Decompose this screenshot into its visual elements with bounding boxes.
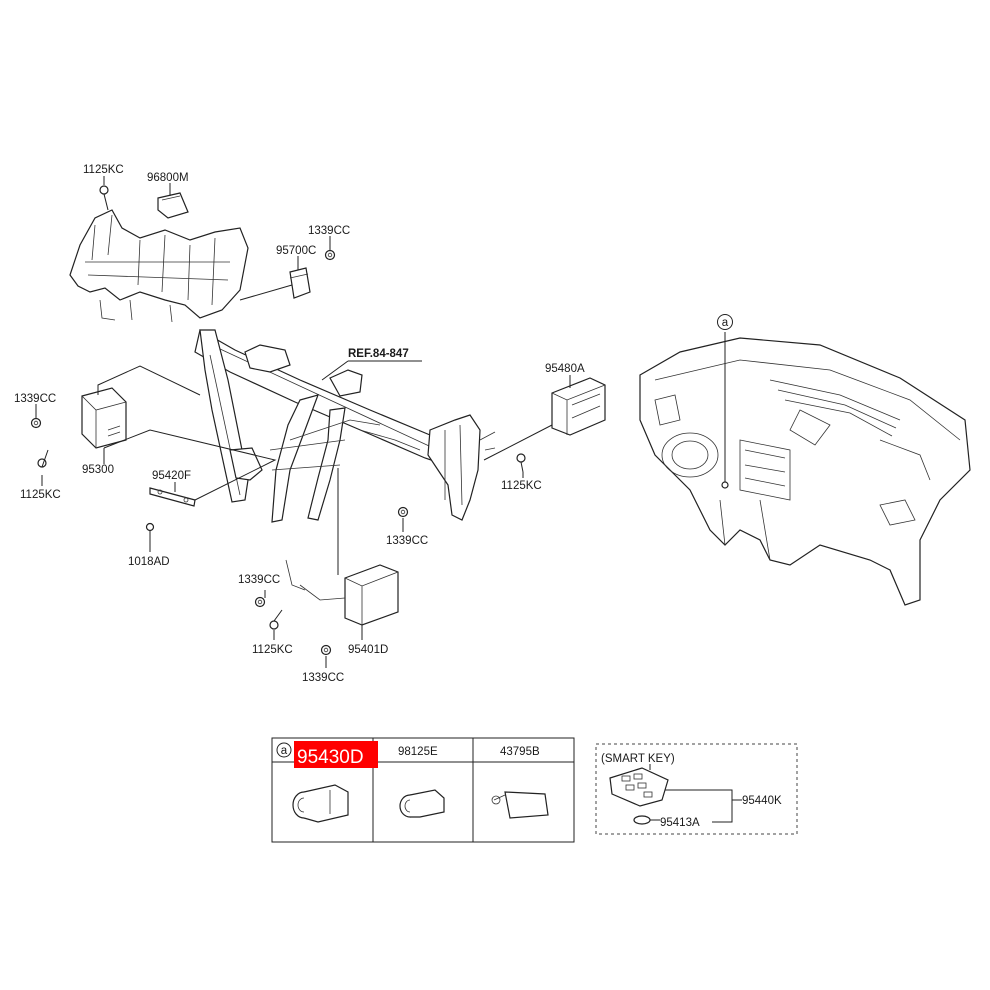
label-1125kc-right: 1125KC [501, 480, 542, 492]
label-1339cc-left: 1339CC [14, 393, 56, 405]
label-1125kc-low: 1125KC [252, 644, 293, 656]
nut-1339cc-top [324, 249, 336, 261]
nut-1339cc-mid [397, 506, 409, 518]
bolt-1125kc-left [37, 449, 49, 468]
screw-1018ad [145, 522, 155, 545]
dashboard-illustration [639, 332, 971, 606]
label-ref-84-847: REF.84-847 [348, 348, 409, 360]
battery-coin [633, 815, 651, 825]
label-95420f: 95420F [152, 470, 191, 482]
label-1339cc-mid: 1339CC [386, 535, 428, 547]
bolt-1125kc-top [99, 185, 109, 211]
part-95700c [289, 267, 311, 299]
label-1339cc-bottom: 1339CC [302, 672, 344, 684]
part-95420f [149, 487, 196, 507]
label-95401d: 95401D [348, 644, 388, 656]
part-95430d-illustration [292, 784, 349, 823]
label-96800m: 96800M [147, 172, 189, 184]
highlighted-part-95430d[interactable]: 95430D [297, 747, 364, 768]
label-43795b: 43795B [500, 746, 540, 758]
label-95300: 95300 [82, 464, 114, 476]
label-1125kc-left: 1125KC [20, 489, 61, 501]
leader-lines [35, 176, 571, 668]
nut-1339cc-bottom [320, 644, 332, 656]
label-95440k: 95440K [742, 795, 782, 807]
part-96800m [157, 192, 189, 219]
label-1125kc-top: 1125KC [83, 164, 124, 176]
part-95300 [81, 387, 127, 449]
label-98125e: 98125E [398, 746, 438, 758]
label-1018ad: 1018AD [128, 556, 170, 568]
smart-key-box [595, 743, 798, 835]
callout-a-label: a [722, 317, 729, 329]
smart-key-title: (SMART KEY) [601, 753, 675, 765]
callout-a-table: a [276, 742, 292, 758]
label-95700c: 95700C [276, 245, 316, 257]
bolt-1125kc-low [269, 609, 283, 630]
part-43795b-illustration [491, 791, 549, 819]
nut-1339cc-left [30, 417, 42, 429]
label-95480a: 95480A [545, 363, 585, 375]
part-95480a [551, 377, 606, 436]
label-95413a: 95413A [660, 817, 700, 829]
bolt-1125kc-right [516, 453, 526, 473]
part-95401d [285, 559, 399, 626]
label-1339cc-top: 1339CC [308, 225, 350, 237]
nut-1339cc-low [254, 596, 266, 608]
label-1339cc-low: 1339CC [238, 574, 280, 586]
callout-a-dashboard: a [717, 314, 733, 330]
callout-a-table-label: a [281, 745, 288, 757]
highlight-box [294, 741, 378, 768]
smart-key-fob [609, 767, 669, 807]
cowl-cross-member [69, 209, 496, 523]
part-98125e-illustration [399, 789, 445, 818]
